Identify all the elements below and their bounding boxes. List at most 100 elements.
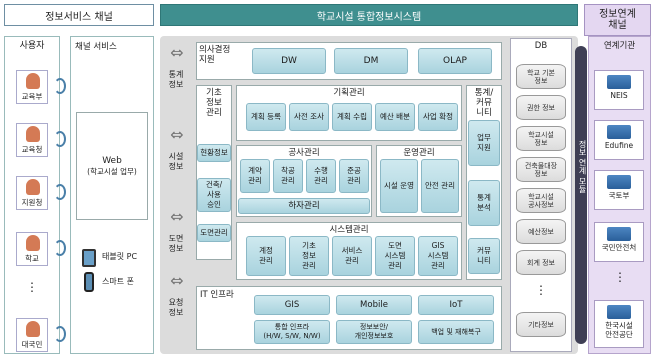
agency-1[interactable]: Edufine — [594, 120, 644, 160]
user-1[interactable]: 교육청 — [16, 123, 48, 157]
user-link-arrow — [54, 78, 66, 94]
header-center-label: 학교시설 통합정보시스템 — [316, 11, 422, 23]
infra-bottom-item[interactable]: 정보보안/ 개인정보보호 — [336, 320, 412, 344]
stats-item[interactable]: 커뮤 니티 — [468, 238, 500, 274]
agency-2[interactable]: 국토부 — [594, 170, 644, 210]
user-icon — [26, 126, 40, 142]
server-icon — [607, 75, 631, 89]
user-icon — [26, 235, 40, 251]
flow-label: 통계 정보 — [168, 70, 184, 89]
user-5[interactable]: 대국민 — [16, 318, 48, 352]
operation-item[interactable]: 안전 관리 — [421, 159, 459, 213]
planning-item[interactable]: 계획 등록 — [246, 103, 286, 131]
user-link-arrow — [54, 184, 66, 200]
db-table[interactable]: 학교시설 공사정보 — [516, 188, 566, 213]
drawing-management[interactable]: 도면관리 — [197, 224, 231, 242]
header-center: 학교시설 통합정보시스템 — [160, 4, 578, 26]
phone-label: 스마트 폰 — [102, 277, 134, 286]
stats-item[interactable]: 통계 분석 — [468, 180, 500, 226]
db-table[interactable]: 학교시설 정보 — [516, 126, 566, 151]
construction-item[interactable]: 준공 관리 — [339, 159, 369, 193]
user-label: 교육청 — [21, 145, 43, 154]
header-left: 정보서비스 채널 — [4, 4, 154, 26]
stats-community-title: 통계/ 커뮤 니티 — [474, 88, 494, 118]
user-link-arrow — [54, 240, 66, 256]
user-icon — [26, 73, 40, 89]
system-item[interactable]: 계정 관리 — [246, 236, 286, 276]
web-sub-label: (학교시설 업무) — [87, 166, 137, 176]
agency-5[interactable]: 한국시설 안전공단 — [594, 300, 644, 348]
stats-item[interactable]: 업무 지원 — [468, 120, 500, 166]
agency-label: 한국시설 안전공단 — [605, 321, 633, 339]
infra-title: IT 인프라 — [200, 290, 234, 300]
web-box[interactable]: Web (학교시설 업무) — [76, 112, 148, 220]
agency-label: 국민안전처 — [601, 243, 637, 252]
agency-label: Edufine — [604, 141, 634, 150]
construction-item[interactable]: 착공 관리 — [273, 159, 303, 193]
operation-item[interactable]: 시설 운영 — [380, 159, 418, 213]
flow-label: 도면 정보 — [168, 234, 184, 253]
planning-item[interactable]: 계획 수립 — [332, 103, 372, 131]
construction-title: 공사관리 — [288, 148, 320, 158]
infra-top-item[interactable]: Mobile — [336, 295, 412, 315]
db-table[interactable]: 예산정보 — [516, 219, 566, 244]
construction-item[interactable]: 계약 관리 — [240, 159, 270, 193]
user-icon — [26, 179, 40, 195]
server-icon — [607, 175, 631, 189]
planning-title: 기획관리 — [333, 88, 365, 98]
web-label: Web — [102, 155, 122, 166]
user-label: 학교 — [25, 254, 39, 263]
user-icon — [26, 321, 40, 337]
subcontract-management[interactable]: 하자관리 — [238, 198, 370, 214]
build-approval[interactable]: 건축/ 사용 승인 — [197, 178, 231, 212]
phone-icon — [84, 272, 94, 292]
flow-arrow: ⇔ — [170, 43, 184, 62]
server-icon — [607, 305, 631, 319]
agency-3[interactable]: 국민안전처 — [594, 222, 644, 262]
header-right-label: 정보연계 채널 — [599, 9, 636, 31]
system-item[interactable]: 도면 시스템 관리 — [375, 236, 415, 276]
flow-label: 요청 정보 — [168, 298, 184, 317]
infra-bottom-item[interactable]: 백업 및 재해복구 — [418, 320, 494, 344]
user-0[interactable]: 교육부 — [16, 70, 48, 104]
system-item[interactable]: GIS 시스템 관리 — [418, 236, 458, 276]
user-2[interactable]: 지원청 — [16, 176, 48, 210]
agency-0[interactable]: NEIS — [594, 70, 644, 110]
header-right: 정보연계 채널 — [584, 4, 651, 36]
db-table[interactable]: 기타정보 — [516, 312, 566, 337]
user-label: 교육부 — [21, 92, 43, 101]
users-title: 사용자 — [19, 41, 45, 51]
db-table[interactable]: 회계 정보 — [516, 250, 566, 275]
user-link-arrow — [54, 326, 66, 342]
infra-bottom-item[interactable]: 통합 인프라 (H/W, S/W, N/W) — [254, 320, 330, 344]
users-ellipsis: ⋮ — [26, 280, 38, 294]
planning-item[interactable]: 예산 배분 — [375, 103, 415, 131]
db-table[interactable]: 학교 기본 정보 — [516, 64, 566, 89]
db-ellipsis: ⋮ — [535, 283, 547, 297]
user-link-arrow — [54, 131, 66, 147]
db-table[interactable]: 건축물대장 정보 — [516, 157, 566, 182]
user-3[interactable]: 학교 — [16, 232, 48, 266]
system-item[interactable]: 서비스 관리 — [332, 236, 372, 276]
planning-item[interactable]: 사업 확정 — [418, 103, 458, 131]
user-label: 대국민 — [21, 340, 43, 349]
integration-bus — [575, 46, 587, 344]
system-item[interactable]: 기초 정보 관리 — [289, 236, 329, 276]
agency-label: 국토부 — [608, 191, 630, 200]
infra-top-item[interactable]: GIS — [254, 295, 330, 315]
header-left-label: 정보서비스 채널 — [45, 11, 113, 23]
db-title: DB — [534, 41, 548, 51]
construction-item[interactable]: 수행 관리 — [306, 159, 336, 193]
decision-olap[interactable]: OLAP — [418, 48, 492, 74]
decision-title: 의사결정 지원 — [199, 45, 231, 65]
user-label: 지원청 — [21, 198, 43, 207]
tablet-icon — [82, 249, 96, 267]
decision-dw[interactable]: DW — [252, 48, 326, 74]
infra-top-item[interactable]: IoT — [418, 295, 494, 315]
db-table[interactable]: 권한 정보 — [516, 95, 566, 120]
agency-title: 연계기관 — [603, 41, 636, 51]
planning-item[interactable]: 사전 조사 — [289, 103, 329, 131]
integration-bus-label: 정보 연계 모듈 — [578, 140, 587, 194]
status-info[interactable]: 현황정보 — [197, 144, 231, 162]
decision-dm[interactable]: DM — [334, 48, 408, 74]
